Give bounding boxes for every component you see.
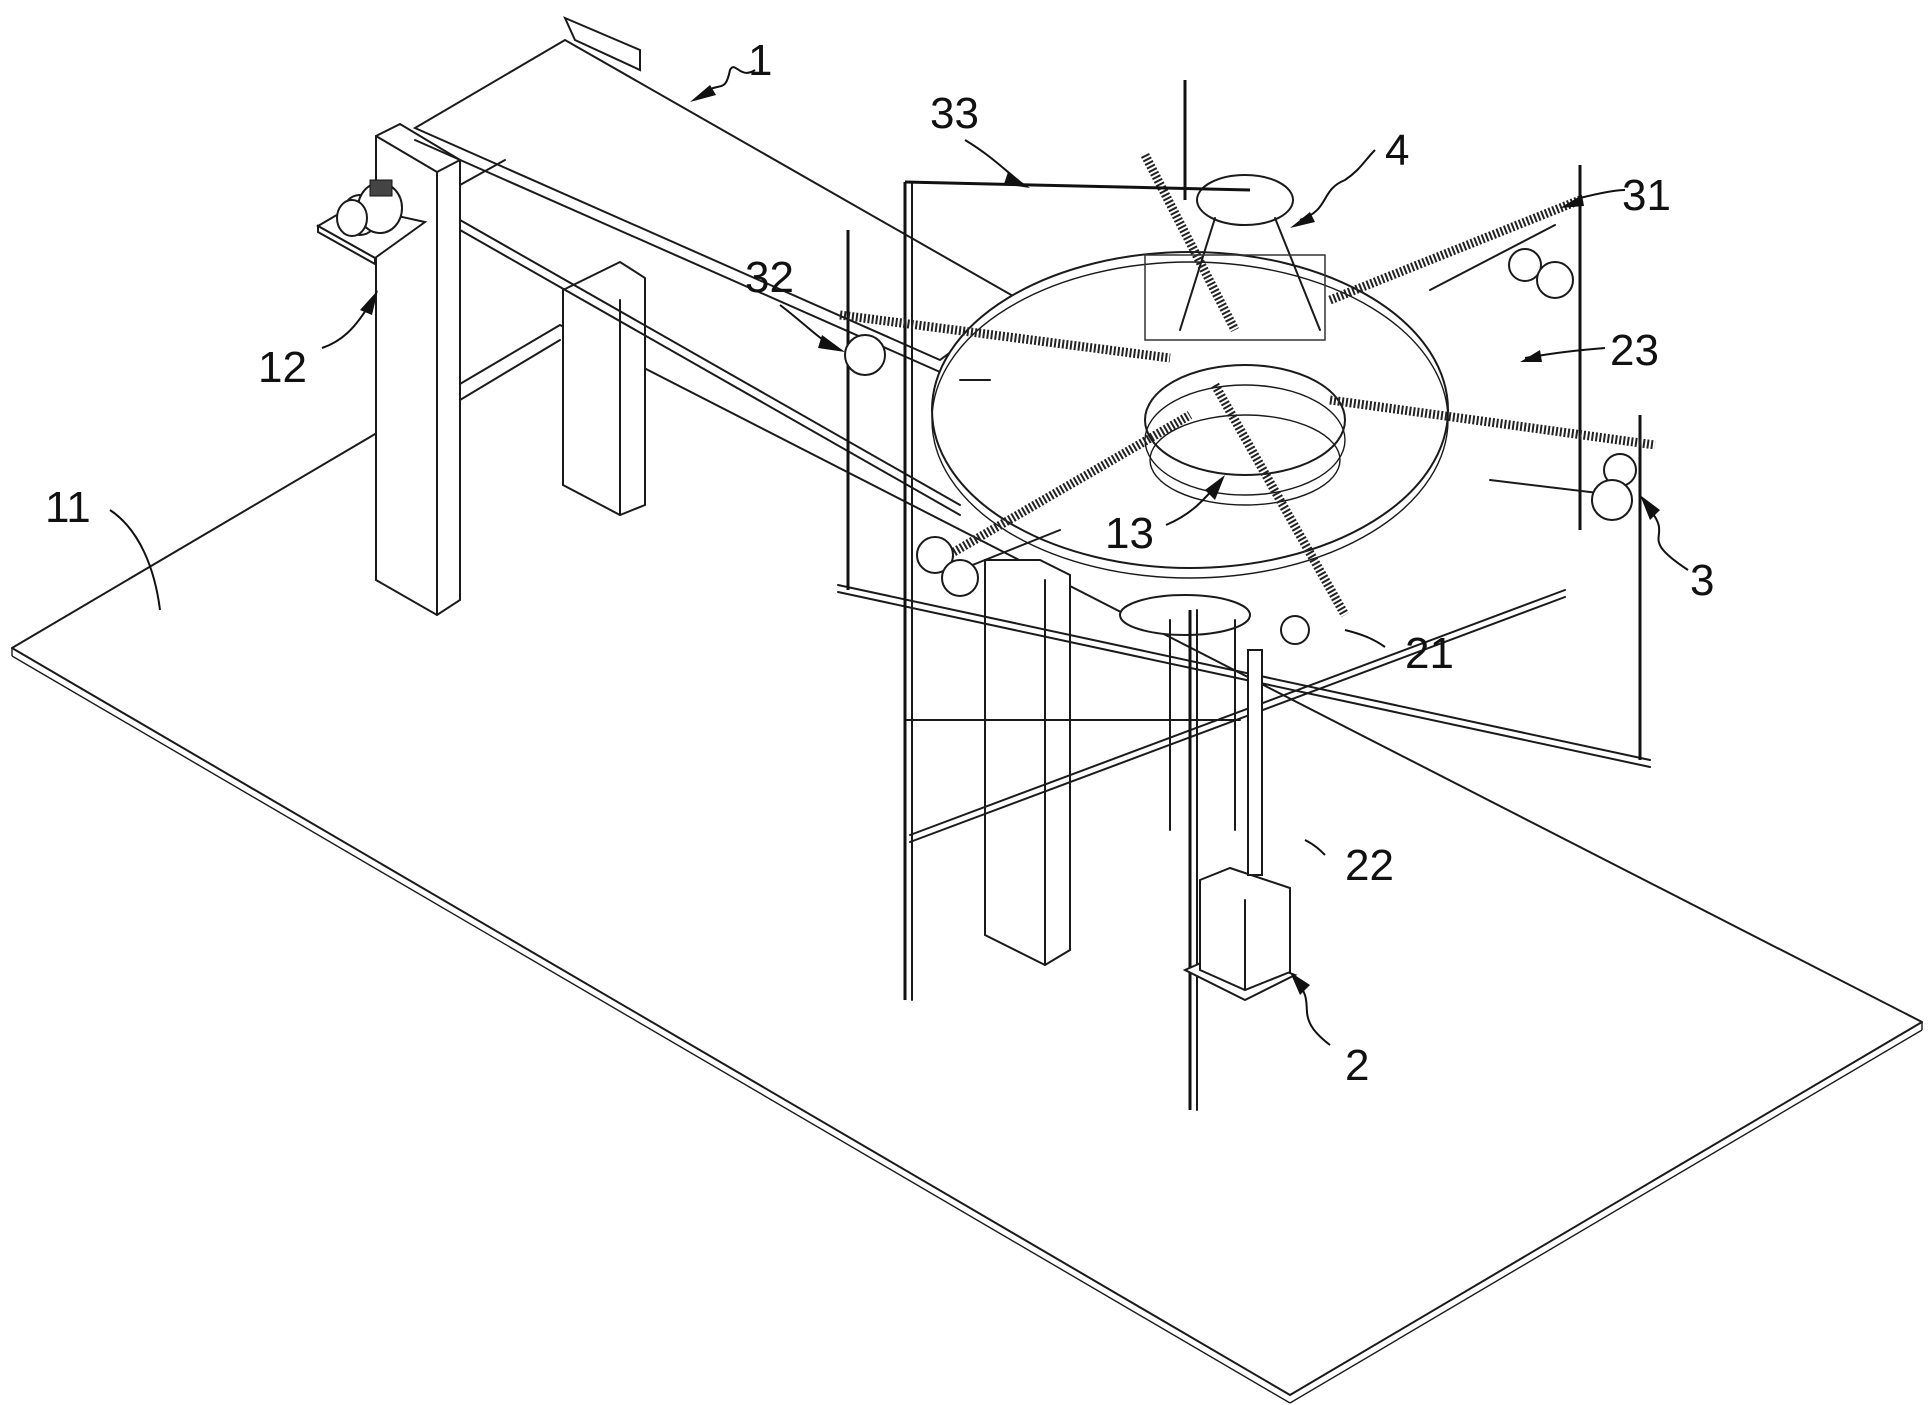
label-13-text: 13 [1105,509,1154,558]
label-2-text: 2 [1345,1041,1369,1090]
label-33-text: 33 [930,89,979,138]
turntable-pillar [984,559,1251,967]
label-22: 22 [1304,839,1394,890]
central-hub [1144,364,1346,506]
label-13: 13 [1105,475,1225,558]
label-31-text: 31 [1622,171,1671,220]
frame-posts [846,165,1642,1111]
rear-column [562,260,646,517]
label-4-text: 4 [1385,126,1409,175]
label-21-text: 21 [1405,629,1454,678]
label-32: 32 [745,253,845,352]
label-1-text: 1 [748,36,772,85]
lift-cylinder [1182,649,1298,1002]
label-12: 12 [258,290,378,392]
label-21: 21 [1344,629,1454,678]
top-assembly [904,80,1326,341]
label-32-text: 32 [745,253,794,302]
reference-labels: 1 2 3 4 11 12 13 [45,36,1714,1090]
pulleys [844,248,1637,645]
motor [315,179,428,266]
lower-frame [837,584,1651,843]
support-column [375,122,561,617]
label-11: 11 [45,483,161,611]
label-1: 1 [690,36,772,102]
label-4: 4 [1290,126,1409,228]
radial-arms [839,152,1656,618]
label-33: 33 [930,89,1030,188]
label-11-text: 11 [45,483,91,532]
label-23-text: 23 [1610,326,1659,375]
label-3: 3 [1640,495,1714,605]
inclined-conveyor [412,16,1022,516]
label-2: 2 [1290,972,1369,1090]
label-23: 23 [1520,326,1659,375]
label-31: 31 [1560,171,1671,220]
label-22-text: 22 [1345,841,1394,890]
label-3-text: 3 [1690,556,1714,605]
label-12-text: 12 [258,343,307,392]
